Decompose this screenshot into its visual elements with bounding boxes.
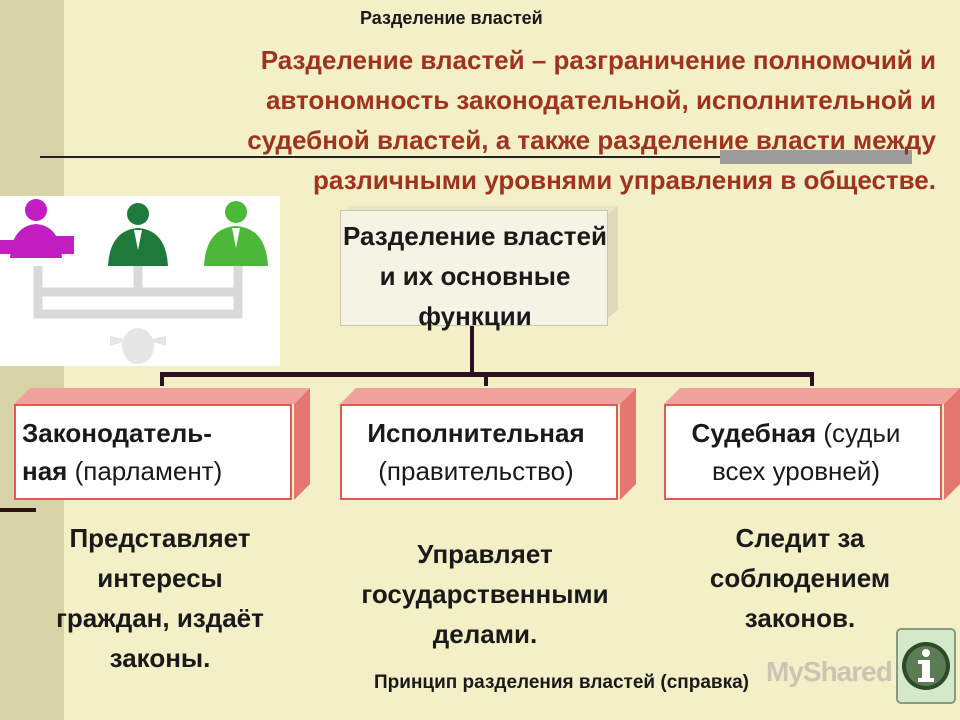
judicial-box-side <box>944 388 960 500</box>
function-line: законы. <box>109 643 211 673</box>
divider-line <box>40 156 912 158</box>
legislative-note: (парламент) <box>74 456 223 486</box>
divider-accent <box>720 150 912 164</box>
definition-line: Разделение властей – разграничение полно… <box>260 45 936 75</box>
function-line: интересы <box>97 563 223 593</box>
legislative-box-face <box>14 404 292 500</box>
function-line: граждан, издаёт <box>56 603 264 633</box>
judicial-box <box>664 388 960 500</box>
root-title-line: Разделение властей <box>343 221 607 251</box>
judicial-note-line: всех уровней) <box>711 456 881 486</box>
function-line: соблюдением <box>709 563 891 593</box>
branches-of-power-people-icon <box>0 196 280 366</box>
executive-label: Исполнительная (правительство) <box>336 414 616 490</box>
definition-line: судебной властей, а также разделение вла… <box>247 125 936 155</box>
executive-name: Исполнительная <box>367 418 585 448</box>
executive-box-face <box>340 404 618 500</box>
legislative-box <box>14 388 310 500</box>
function-line: Следит за <box>735 523 865 553</box>
legislative-name-line: ная <box>22 456 68 486</box>
root-box-face <box>340 210 608 326</box>
function-line: Представляет <box>69 523 251 553</box>
root-title: Разделение властей и их основные функции <box>300 216 650 336</box>
judicial-name: Судебная <box>691 418 817 448</box>
definition-line: автономность законодательной, исполнител… <box>265 85 936 115</box>
executive-box-side <box>620 388 636 500</box>
left-dash-decor <box>0 508 36 512</box>
connector-right <box>810 372 814 386</box>
slide-header: Разделение властей <box>360 8 543 28</box>
legislative-box-top <box>14 388 310 404</box>
reference-link[interactable]: Принцип разделения властей (справка) <box>374 672 750 693</box>
root-title-line: функции <box>418 301 532 331</box>
root-title-line: и их основные <box>379 261 571 291</box>
judicial-box-top <box>664 388 960 404</box>
definition-line: различными уровнями управления в обществ… <box>313 165 936 195</box>
definition-text: Разделение властей – разграничение полно… <box>80 40 936 200</box>
info-icon[interactable] <box>896 628 956 704</box>
function-line: делами. <box>432 619 538 649</box>
watermark: MyShared <box>766 656 893 687</box>
connector-middle <box>484 372 488 386</box>
legislative-function: Представляет интересы граждан, издаёт за… <box>20 518 300 678</box>
executive-box-top <box>340 388 636 404</box>
function-line: государственными <box>361 579 609 609</box>
executive-note: (правительство) <box>378 456 574 486</box>
executive-box <box>340 388 636 500</box>
executive-function: Управляет государственными делами. <box>330 534 640 654</box>
connector-vertical-root <box>470 326 474 374</box>
judicial-label: Судебная (судьи всех уровней) <box>656 414 936 490</box>
function-line: Управляет <box>417 539 553 569</box>
legislative-label: Законодатель- ная (парламент) <box>22 414 286 490</box>
root-box <box>340 206 618 326</box>
judicial-function: Следит за соблюдением законов. <box>670 518 930 638</box>
root-box-side <box>606 206 618 320</box>
legislative-box-side <box>294 388 310 500</box>
judicial-box-face <box>664 404 942 500</box>
judicial-note-line: (судьи <box>823 418 901 448</box>
legislative-name-line: Законодатель- <box>22 418 212 448</box>
function-line: законов. <box>744 603 856 633</box>
connector-left <box>160 372 164 386</box>
